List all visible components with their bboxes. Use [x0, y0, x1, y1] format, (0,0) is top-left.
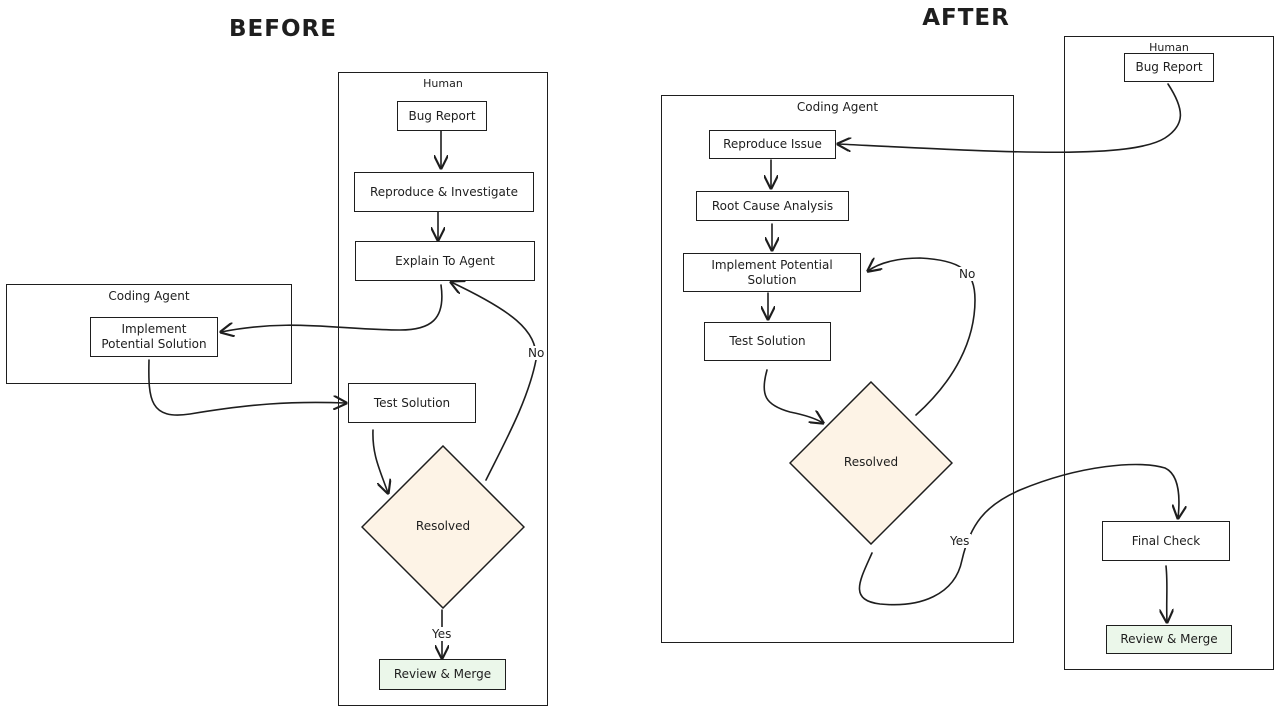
after-implement-label-line1: Implement Potential: [711, 257, 833, 272]
after-human-lane-label: Human: [1149, 41, 1189, 54]
before-resolved-decision: Resolved: [361, 445, 525, 609]
before-edge-explain-to-implement: [221, 284, 443, 332]
after-test-label: Test Solution: [729, 334, 806, 348]
after-root-cause-node: Root Cause Analysis: [696, 191, 849, 221]
before-bug-report-label: Bug Report: [408, 108, 476, 123]
before-edge-label-yes: Yes: [430, 627, 454, 641]
after-agent-lane: Coding Agent: [661, 95, 1014, 643]
before-resolved-label: Resolved: [415, 519, 471, 533]
before-edge-label-no: No: [526, 346, 547, 360]
after-final-check-label: Final Check: [1131, 533, 1201, 548]
before-human-lane-label: Human: [423, 77, 463, 90]
before-explain-node: Explain To Agent: [355, 241, 535, 281]
before-review-node: Review & Merge: [379, 659, 506, 690]
before-resolved-diamond-shape: [361, 445, 525, 609]
after-review-label: Review & Merge: [1120, 632, 1218, 646]
after-edge-resolved-yes: [858, 463, 1178, 606]
after-edge-final-to-review: [1166, 565, 1167, 622]
after-implement-node: Implement Potential Solution: [683, 253, 861, 292]
before-title: BEFORE: [229, 16, 337, 42]
after-human-lane: Human: [1064, 36, 1274, 670]
after-review-node: Review & Merge: [1106, 625, 1232, 654]
before-test-node: Test Solution: [348, 383, 476, 423]
before-agent-lane-label: Coding Agent: [108, 289, 190, 303]
after-edge-label-no: No: [957, 267, 978, 281]
before-explain-label: Explain To Agent: [395, 253, 495, 268]
after-reproduce-label: Reproduce Issue: [723, 137, 822, 151]
before-reproduce-node: Reproduce & Investigate: [354, 172, 534, 212]
after-final-check-node: Final Check: [1102, 521, 1230, 561]
before-implement-label-line2: Potential Solution: [101, 337, 207, 351]
before-human-lane: Human: [338, 72, 548, 706]
before-test-label: Test Solution: [373, 395, 451, 410]
after-resolved-label: Resolved: [843, 455, 899, 469]
after-reproduce-node: Reproduce Issue: [709, 130, 836, 159]
before-bug-report-node: Bug Report: [397, 101, 487, 131]
after-implement-label-line2: Solution: [747, 272, 797, 287]
after-edge-test-to-resolved: [763, 369, 823, 423]
after-edge-bug-to-reproduce: [838, 83, 1182, 154]
before-reproduce-label: Reproduce & Investigate: [370, 184, 518, 199]
after-edge-label-yes: Yes: [948, 534, 972, 548]
after-bug-report-node: Bug Report: [1124, 53, 1214, 82]
before-review-label: Review & Merge: [393, 667, 492, 681]
before-implement-label-line1: Implement: [121, 322, 187, 336]
before-edge-implement-to-test: [148, 359, 346, 416]
after-resolved-decision: Resolved: [789, 381, 953, 545]
after-agent-lane-label: Coding Agent: [796, 100, 879, 114]
before-edge-resolved-no: [451, 282, 537, 481]
after-bug-report-label: Bug Report: [1135, 60, 1203, 74]
before-implement-node: Implement Potential Solution: [90, 317, 218, 357]
after-resolved-diamond-shape: [789, 381, 953, 545]
after-title: AFTER: [922, 5, 1010, 31]
after-test-node: Test Solution: [704, 322, 831, 361]
after-root-cause-label: Root Cause Analysis: [711, 198, 834, 213]
before-edge-test-to-resolved: [372, 429, 388, 493]
